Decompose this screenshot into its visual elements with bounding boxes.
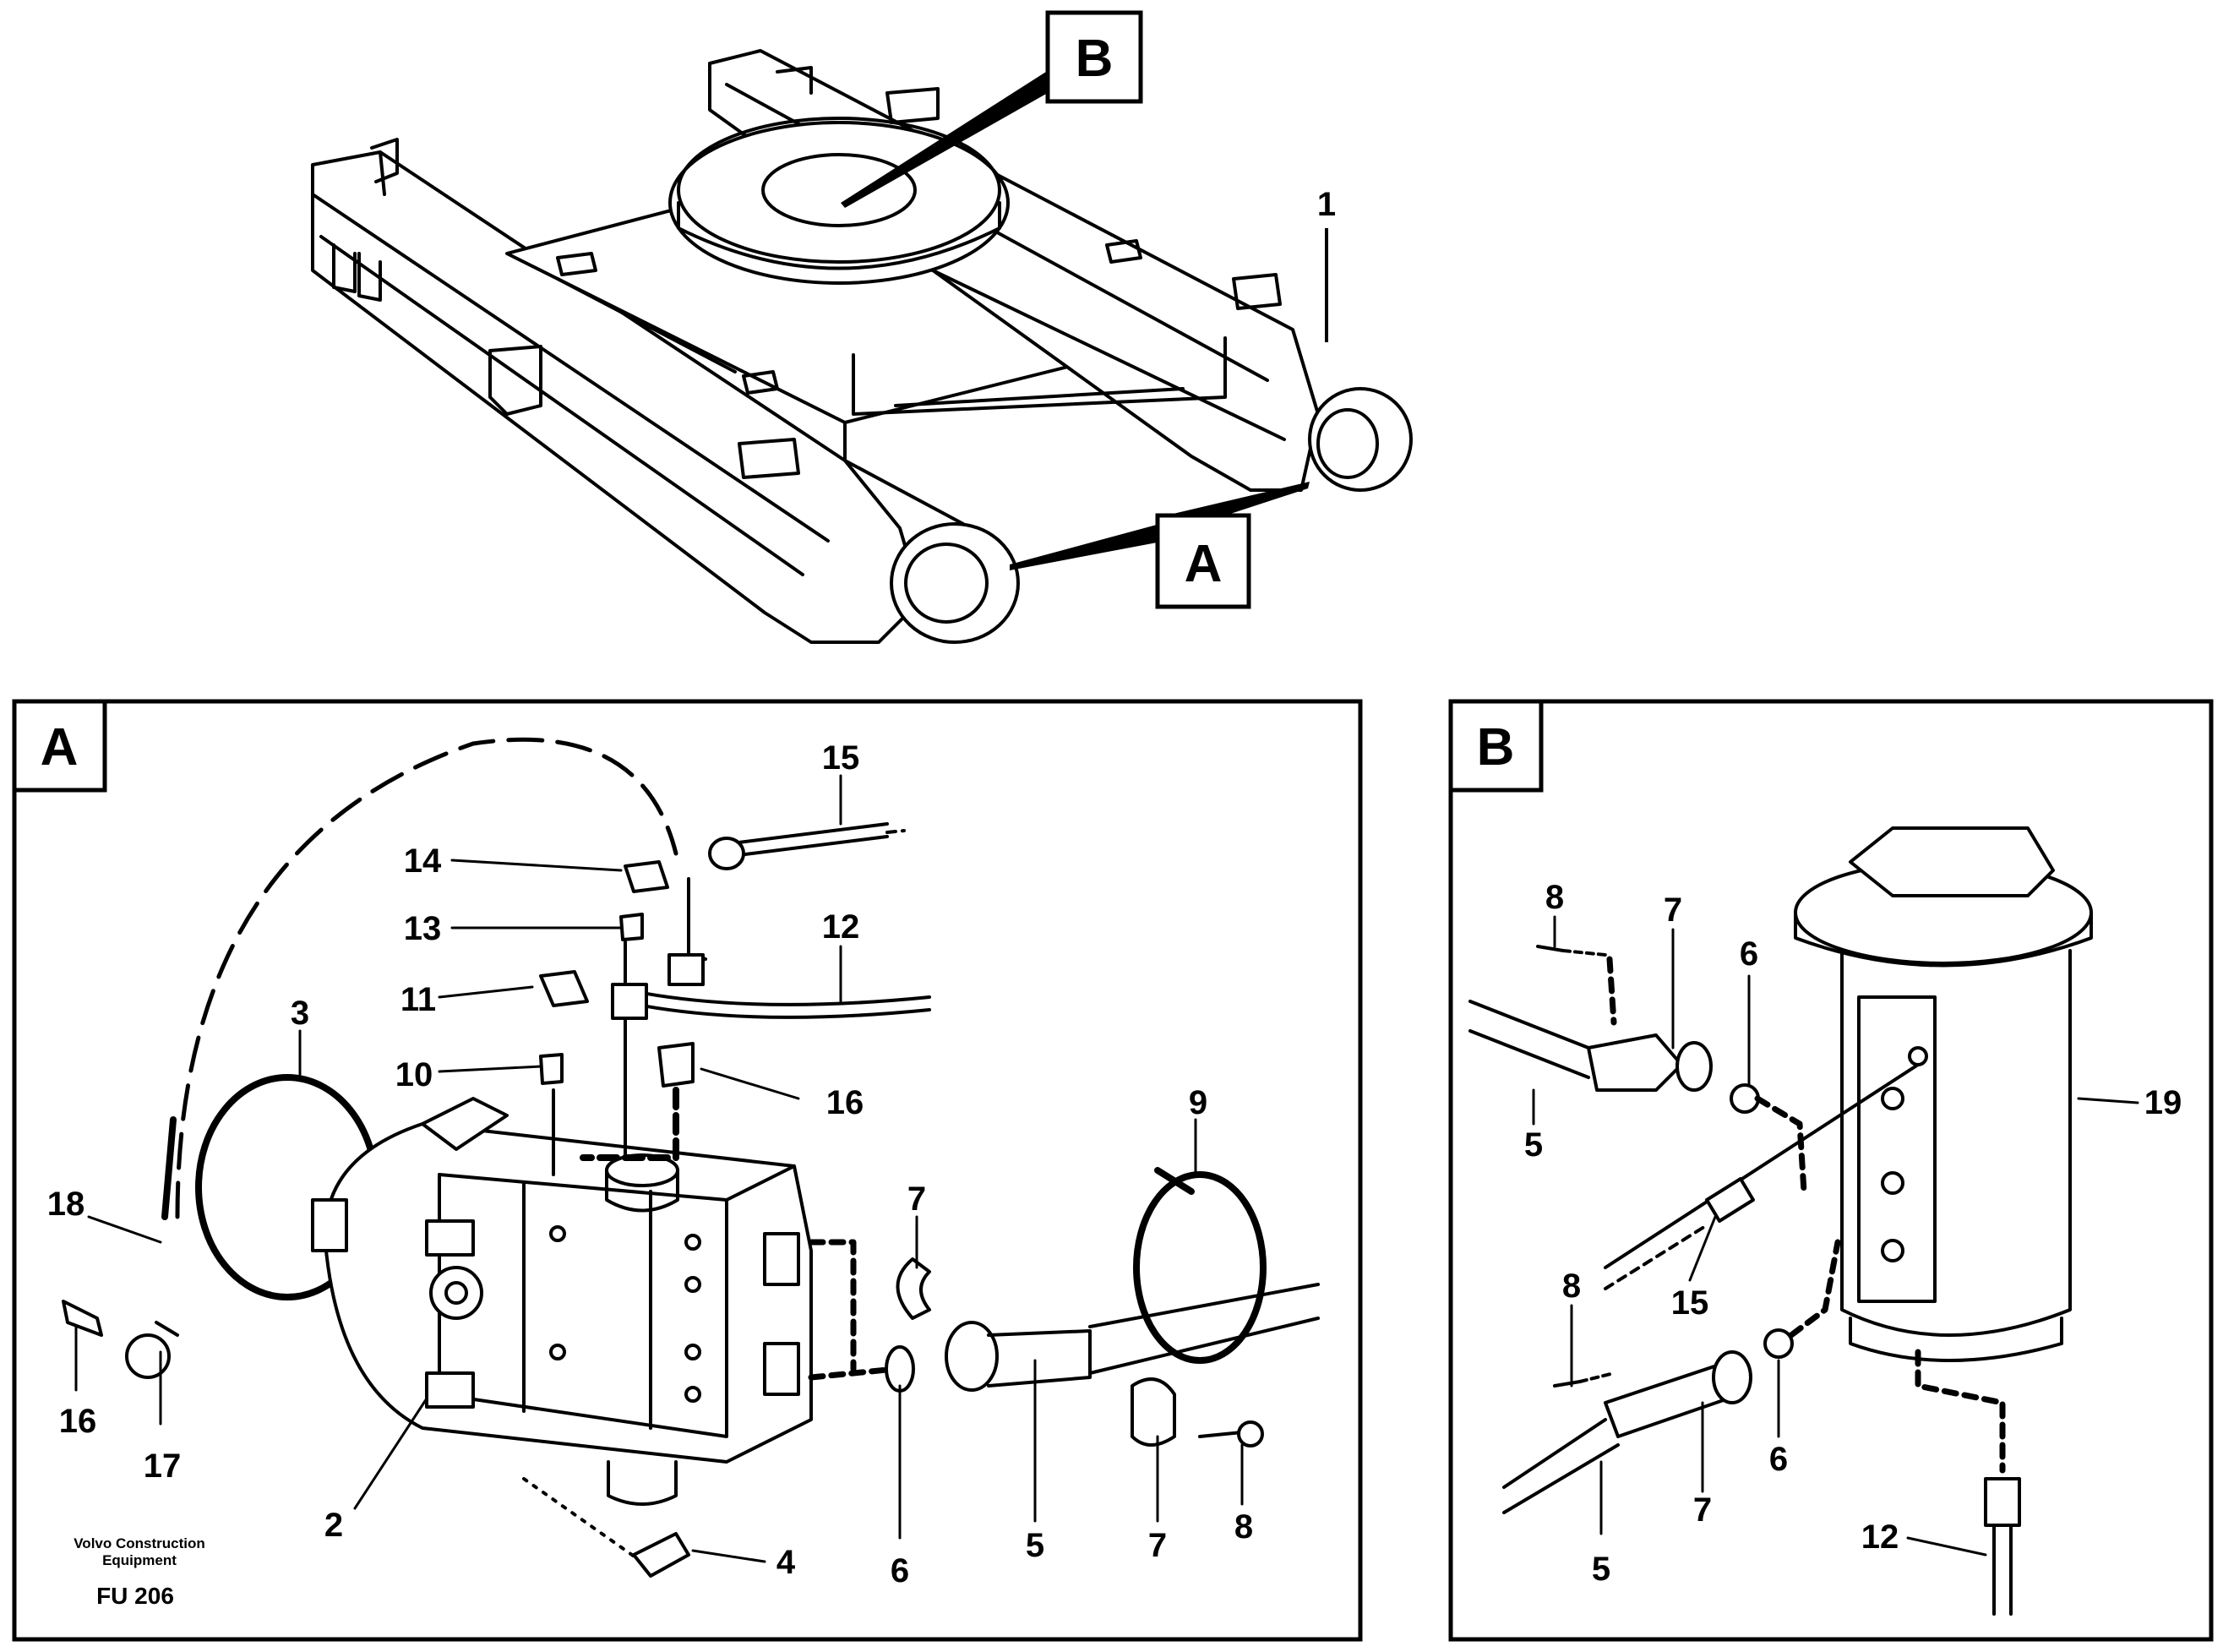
panel-b-label-7-upper: 7 xyxy=(1664,891,1682,929)
figure-code: FU 206 xyxy=(96,1583,174,1609)
travel-motor-drawing xyxy=(62,737,1320,1578)
panel-a-label-2: 2 xyxy=(324,1507,343,1544)
panel-a-label-8: 8 xyxy=(1234,1508,1253,1546)
panel-a-label-18: 18 xyxy=(47,1186,85,1223)
panel-b-label-5-lower: 5 xyxy=(1592,1551,1610,1588)
panel-b-border xyxy=(1448,699,2214,1642)
panel-b-label-8-lower: 8 xyxy=(1562,1268,1581,1305)
frame-part-number: 1 xyxy=(1317,186,1336,223)
panel-a-label-7-lower: 7 xyxy=(1148,1527,1167,1564)
panel-a-label-9: 9 xyxy=(1189,1084,1207,1121)
manufacturer-line-1: Volvo Construction xyxy=(74,1535,205,1551)
manufacturer-line-2: Equipment xyxy=(102,1552,177,1568)
panel-a-label-16-lower: 16 xyxy=(59,1403,97,1440)
panel-a-tag-box xyxy=(12,699,107,793)
panel-a-label-7-upper: 7 xyxy=(907,1180,926,1218)
panel-a-label-3: 3 xyxy=(291,995,309,1032)
panel-a-label-15: 15 xyxy=(822,739,860,777)
panel-a: A xyxy=(12,699,1363,1642)
panel-a-label-4: 4 xyxy=(776,1544,796,1581)
callout-a-box: A xyxy=(1155,513,1251,609)
callout-b-label: B xyxy=(1076,30,1114,88)
panel-b-label-15: 15 xyxy=(1671,1284,1709,1322)
panel-a-label-13: 13 xyxy=(404,910,442,947)
panel-b-label-6-lower: 6 xyxy=(1769,1441,1788,1478)
panel-a-label-6: 6 xyxy=(891,1552,909,1589)
panel-b-label-5-upper: 5 xyxy=(1524,1126,1543,1164)
panel-b-label-8-upper: 8 xyxy=(1545,879,1564,916)
panel-b-tag-box xyxy=(1448,699,1544,793)
panel-a-label-12: 12 xyxy=(822,908,860,946)
callout-a-label: A xyxy=(1185,535,1223,593)
swivel-joint-drawing xyxy=(1468,826,2093,1616)
panel-b-label-12: 12 xyxy=(1861,1518,1899,1556)
panel-b-label-19: 19 xyxy=(2144,1084,2182,1121)
undercarriage-frame-drawing xyxy=(311,49,1413,644)
panel-a-border xyxy=(12,699,1363,1642)
panel-b-leaders xyxy=(1532,915,2139,1557)
panel-a-label-5: 5 xyxy=(1026,1527,1044,1564)
panel-a-leaders xyxy=(74,774,1244,1563)
panel-a-label-17: 17 xyxy=(144,1448,182,1485)
panel-a-tag: A xyxy=(41,718,79,777)
panel-a-label-11: 11 xyxy=(400,981,436,1018)
panel-b-label-6-upper: 6 xyxy=(1740,935,1758,973)
panel-a-label-14: 14 xyxy=(404,842,442,880)
panel-a-label-16-upper: 16 xyxy=(826,1084,864,1121)
callout-b-box: B xyxy=(1045,10,1143,104)
panel-b: B xyxy=(1448,699,2214,1642)
panel-a-label-10: 10 xyxy=(395,1056,433,1093)
panel-b-tag: B xyxy=(1477,718,1515,777)
panel-b-label-7-lower: 7 xyxy=(1693,1491,1712,1529)
